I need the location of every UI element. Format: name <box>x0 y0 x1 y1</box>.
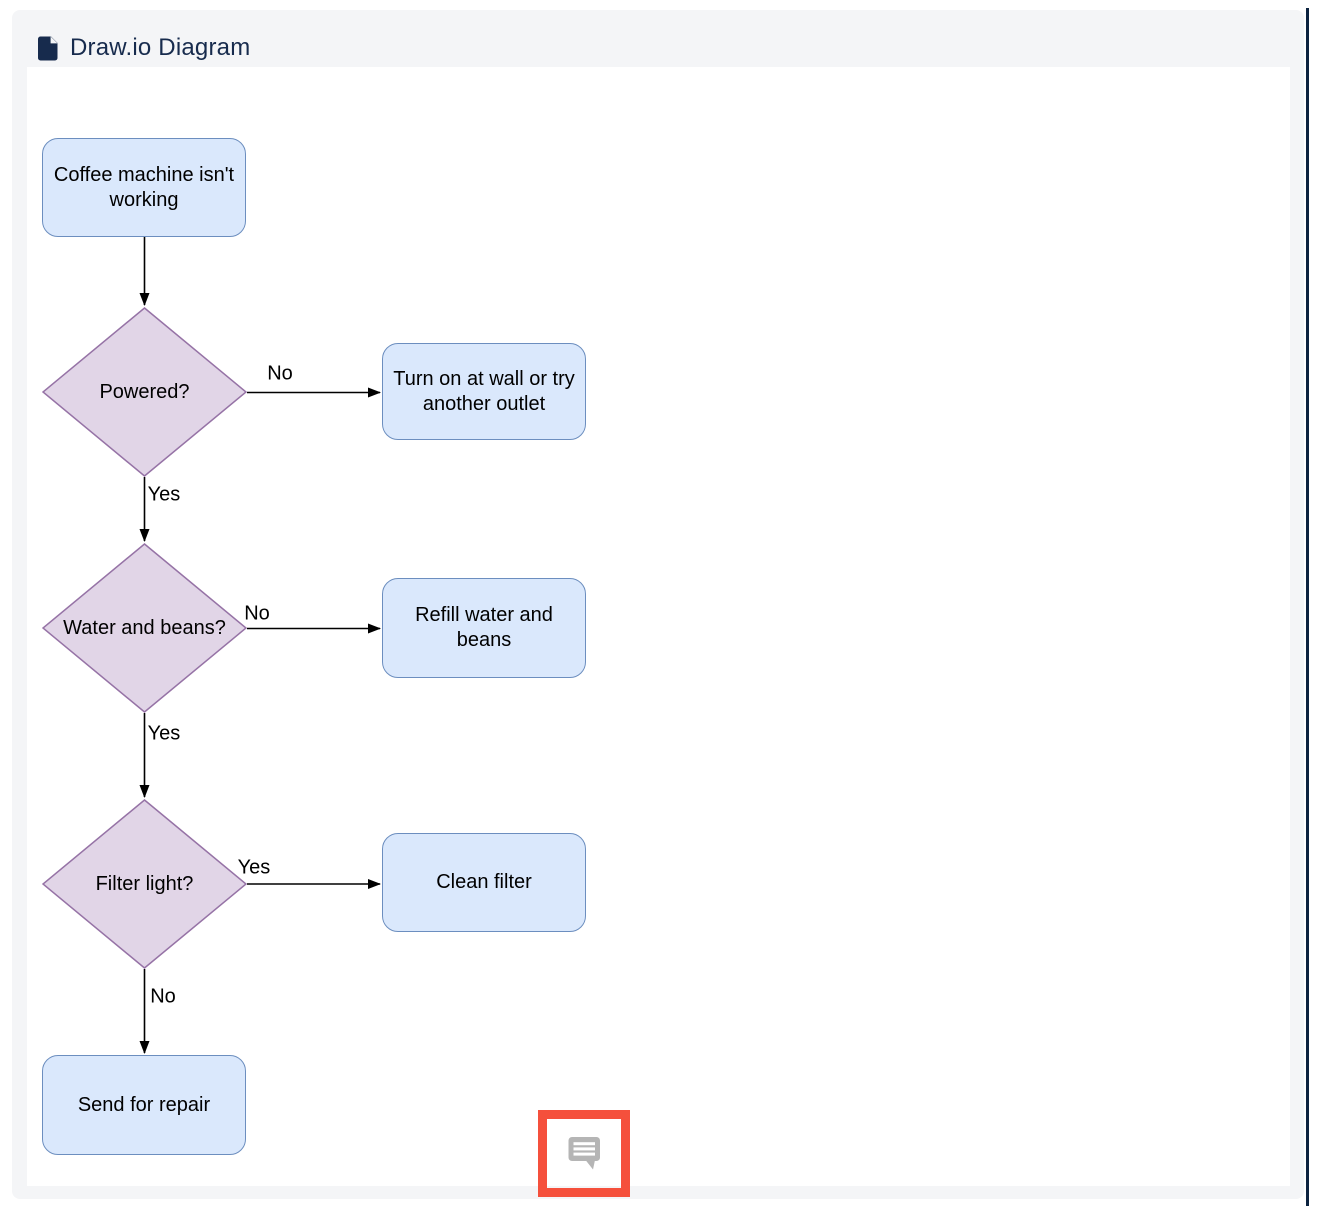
node-clean-filter-label: Clean filter <box>436 871 532 894</box>
node-water-beans: Water and beans? <box>42 543 247 713</box>
edge-label-yes-waterbeans: Yes <box>147 722 181 745</box>
node-turn-on-wall: Turn on at wall or try another outlet <box>382 343 586 440</box>
diagram-canvas[interactable]: Coffee machine isn't working Powered? Tu… <box>27 67 1290 1186</box>
node-turn-on-wall-label: Turn on at wall or try another outlet <box>393 367 575 415</box>
edge-label-no-filterlight: No <box>150 985 176 1008</box>
editor-caret <box>1306 8 1309 1206</box>
annotation-highlight-box <box>538 1110 630 1197</box>
edge-label-no-powered: No <box>267 362 293 385</box>
edge-label-no-waterbeans: No <box>244 602 270 625</box>
document-icon <box>38 36 58 61</box>
edge-label-yes-filterlight: Yes <box>237 856 271 879</box>
node-send-repair: Send for repair <box>42 1055 246 1155</box>
edge-label-yes-powered: Yes <box>147 483 181 506</box>
node-start-label: Coffee machine isn't working <box>53 163 235 211</box>
node-powered: Powered? <box>42 307 247 477</box>
node-send-repair-label: Send for repair <box>77 1093 211 1116</box>
macro-title: Draw.io Diagram <box>70 34 251 61</box>
drawio-macro-card: Draw.io Diagram Coffee machine isn't wor <box>12 10 1304 1199</box>
comment-icon[interactable] <box>568 1136 601 1170</box>
node-filter-light-label: Filter light? <box>95 872 194 895</box>
node-clean-filter: Clean filter <box>382 833 586 932</box>
node-water-beans-label: Water and beans? <box>63 616 226 639</box>
node-filter-light: Filter light? <box>42 799 247 969</box>
node-powered-label: Powered? <box>99 380 190 403</box>
flowchart-edges <box>139 237 381 1054</box>
macro-header: Draw.io Diagram <box>38 32 250 64</box>
node-start: Coffee machine isn't working <box>42 138 246 237</box>
node-refill-label: Refill water and beans <box>415 604 553 651</box>
node-refill: Refill water and beans <box>382 578 586 678</box>
